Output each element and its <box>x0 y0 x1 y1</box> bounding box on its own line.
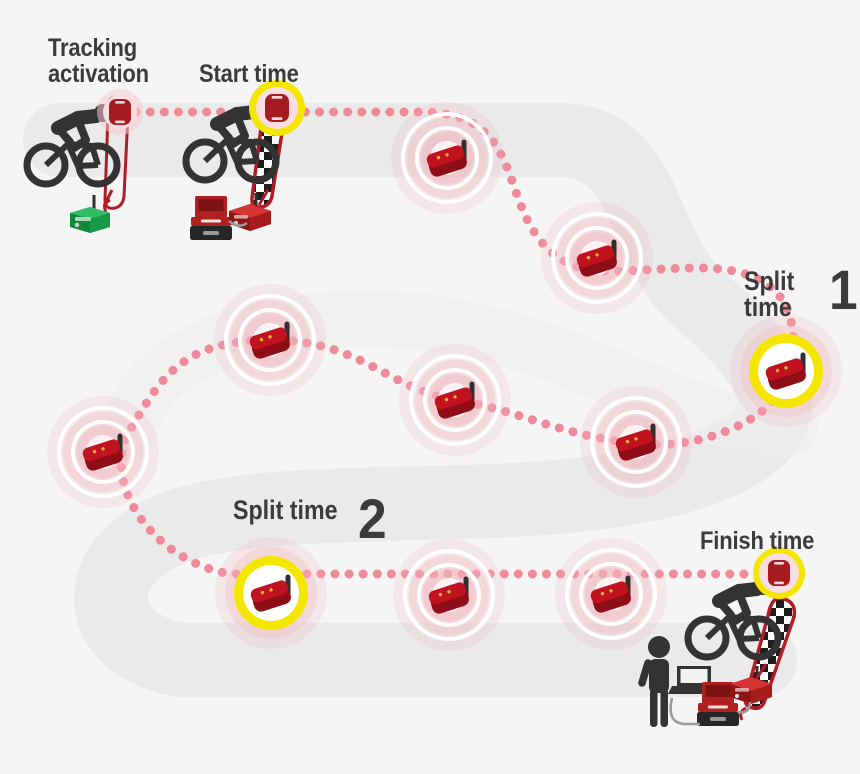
label-split-time-2: Split time 2 <box>233 487 389 550</box>
start-laptop-case[interactable] <box>190 196 232 240</box>
split-time-1-number: 1 <box>828 258 858 321</box>
beacon-3-split-time-1[interactable] <box>730 315 842 427</box>
beacon-8-split-time-2[interactable] <box>215 537 327 649</box>
label-start-time: Start time <box>199 60 299 88</box>
beacon-1[interactable] <box>391 102 503 214</box>
finish-time-marker[interactable] <box>753 547 805 599</box>
label-tracking-activation: Tracking activation <box>48 34 149 88</box>
beacon-4[interactable] <box>580 386 692 498</box>
finish-receiver-to-banner-cable <box>755 663 768 679</box>
beacon-2[interactable] <box>541 202 653 314</box>
start-receiver-to-banner-cable <box>257 189 270 206</box>
start-time-marker[interactable] <box>249 80 305 136</box>
beacon-10[interactable] <box>555 538 667 650</box>
tracking-activation-marker[interactable] <box>97 89 143 135</box>
label-split-time-1: Split time 1 <box>744 258 860 323</box>
start-cable <box>228 219 248 227</box>
beacon-6[interactable] <box>214 284 326 396</box>
finish-cable-case-to-receiver <box>737 701 752 714</box>
beacon-9[interactable] <box>393 539 505 651</box>
split-time-2-word: Split time <box>233 495 338 525</box>
beacon-5[interactable] <box>399 344 511 456</box>
label-finish-time: Finish time <box>700 527 815 555</box>
split-time-2-number: 2 <box>357 487 387 550</box>
beacon-7[interactable] <box>47 396 159 508</box>
activation-cable <box>102 189 114 207</box>
split-time-1-word: Split time <box>744 266 795 323</box>
finish-cable-laptop-to-case <box>669 697 700 726</box>
